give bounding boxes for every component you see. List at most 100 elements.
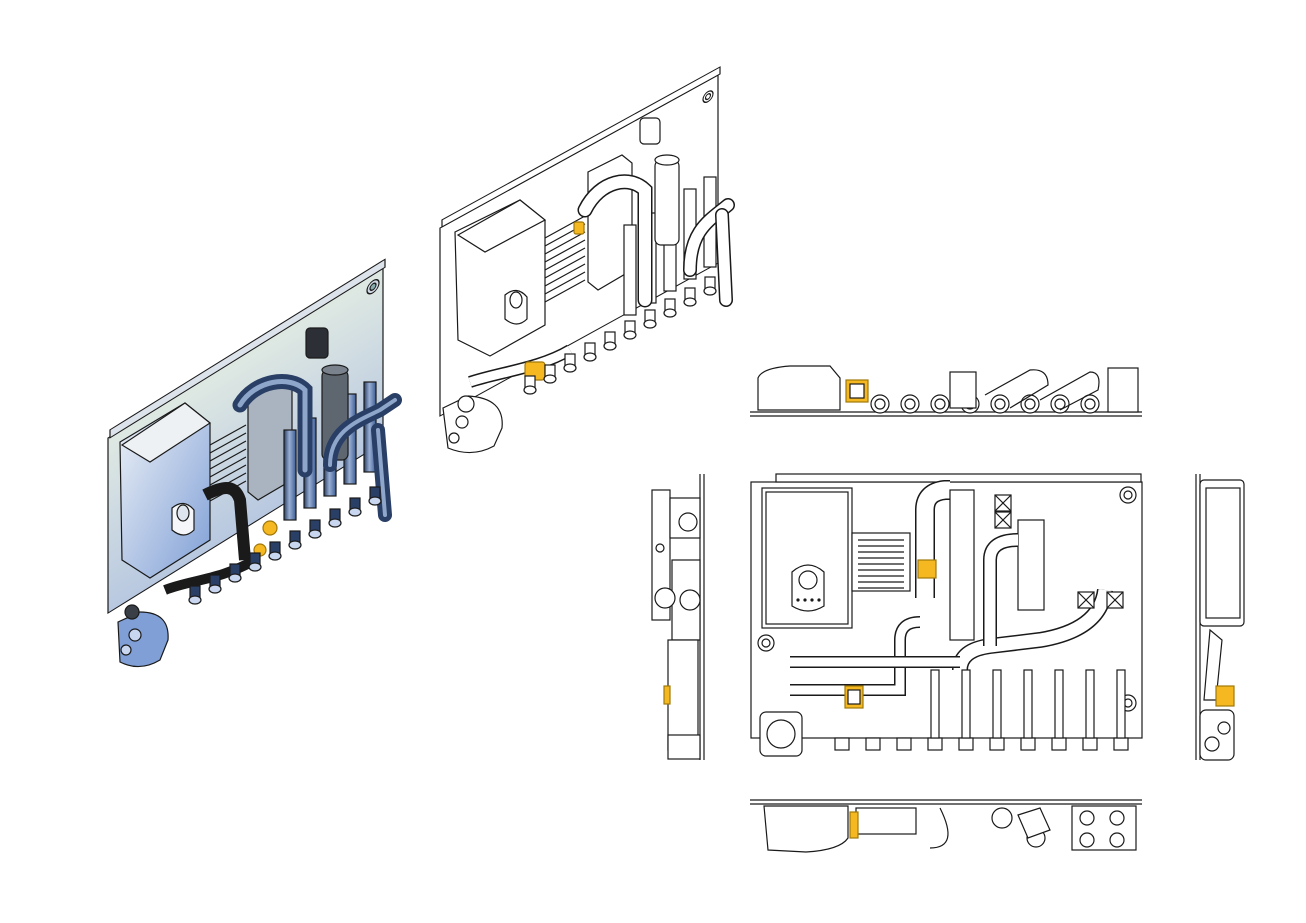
outlet-port-cap bbox=[623, 330, 637, 340]
heat-exchanger bbox=[851, 532, 911, 592]
mounting-plate-edge bbox=[441, 66, 721, 228]
outlet-port-cap bbox=[268, 551, 282, 561]
port-top-inner bbox=[1084, 398, 1096, 410]
outlet-ports bbox=[188, 486, 382, 605]
heat-exchanger-rib bbox=[544, 239, 586, 263]
heat-exchanger-rib bbox=[544, 247, 586, 271]
inlet-pipe bbox=[202, 482, 251, 561]
outlet-port-cap bbox=[228, 573, 242, 583]
isometric-line-view bbox=[439, 66, 735, 454]
outlet-port-cap bbox=[663, 308, 677, 318]
heat-exchanger-rib bbox=[209, 432, 247, 454]
outlet-port-cap bbox=[288, 540, 302, 550]
outlet-port bbox=[927, 737, 943, 751]
outlet-port bbox=[865, 737, 881, 751]
outlet-port bbox=[1113, 737, 1129, 751]
outlet-port-cap bbox=[368, 496, 382, 506]
port-top-inner bbox=[1054, 398, 1066, 410]
buffer-vessel bbox=[949, 489, 975, 641]
circulation-pump bbox=[442, 395, 503, 454]
pump-head-icon bbox=[124, 604, 140, 620]
port-top-inner bbox=[1024, 398, 1036, 410]
indicator-dot bbox=[817, 598, 821, 602]
heat-exchanger-rib bbox=[209, 440, 247, 462]
indicator-dot bbox=[810, 598, 814, 602]
drop-pipe bbox=[930, 669, 940, 739]
heat-exchanger-rib bbox=[544, 215, 586, 239]
outlet-port-cap bbox=[308, 529, 322, 539]
outlet-port bbox=[1082, 737, 1098, 751]
mounting-hole-icon bbox=[704, 93, 712, 101]
heater-bottom bbox=[763, 805, 849, 853]
indicator-dots bbox=[796, 598, 821, 602]
outlet-port-cap bbox=[523, 385, 537, 395]
outlet-port-cap bbox=[188, 595, 202, 605]
outlet-port bbox=[1020, 737, 1036, 751]
drop-pipe bbox=[992, 669, 1002, 739]
heat-exchanger-rib bbox=[544, 263, 586, 287]
outlet-port-cap bbox=[543, 374, 557, 384]
valve-handle-icon bbox=[573, 221, 585, 235]
circulation-pump bbox=[759, 711, 803, 757]
top-view bbox=[750, 365, 1142, 417]
outlet-port bbox=[896, 737, 912, 751]
outlet-port-cap bbox=[703, 286, 717, 296]
drop-pipes bbox=[930, 669, 1126, 739]
outlet-port-cap bbox=[208, 584, 222, 594]
port-top-inner bbox=[874, 398, 886, 410]
drop-pipe bbox=[961, 669, 971, 739]
drop-pipe bbox=[1054, 669, 1064, 739]
heater-top bbox=[757, 365, 841, 411]
heat-exchanger-rib bbox=[209, 448, 247, 470]
vertical-pipe bbox=[283, 429, 297, 521]
drop-pipe bbox=[1023, 669, 1033, 739]
heat-exchanger-rib bbox=[544, 231, 586, 255]
valve-cross bbox=[1106, 591, 1124, 609]
flow-meter-icon bbox=[262, 520, 278, 536]
heater-dial-icon bbox=[176, 504, 190, 522]
outlet-port-cap bbox=[563, 363, 577, 373]
isometric-shaded-view bbox=[107, 258, 402, 668]
air-vent bbox=[639, 117, 661, 145]
heat-exchanger bbox=[855, 807, 917, 835]
valve-cross bbox=[1077, 591, 1095, 609]
pump-head-icon bbox=[457, 395, 475, 413]
outlet-port-cap bbox=[683, 297, 697, 307]
valve-cross bbox=[994, 511, 1012, 529]
outlet-ports bbox=[523, 276, 717, 395]
port-top-inner bbox=[904, 398, 916, 410]
valve-cross bbox=[994, 494, 1012, 512]
outlet-port bbox=[1051, 737, 1067, 751]
heat-exchanger-rib bbox=[544, 279, 586, 303]
heat-exchanger-rib bbox=[544, 271, 586, 295]
heater-dial-icon bbox=[509, 291, 523, 309]
left-side-view bbox=[651, 474, 705, 760]
right-side-view bbox=[1195, 474, 1245, 761]
buffer-cylinder bbox=[654, 159, 680, 246]
air-vent bbox=[305, 327, 329, 359]
heat-exchanger-rib bbox=[209, 456, 247, 478]
outlet-port bbox=[989, 737, 1005, 751]
outlet-port-cap bbox=[603, 341, 617, 351]
port-top-inner bbox=[934, 398, 946, 410]
bottom-view bbox=[750, 799, 1142, 853]
flow-meter-icon bbox=[1215, 685, 1235, 707]
outlet-port bbox=[958, 737, 974, 751]
outlet-port-cap bbox=[643, 319, 657, 329]
front-view bbox=[750, 473, 1143, 757]
outlet-port-cap bbox=[583, 352, 597, 362]
heat-exchanger-rib bbox=[544, 255, 586, 279]
outlet-ports bbox=[834, 737, 1129, 751]
return-pipe bbox=[984, 369, 1049, 409]
drop-pipe bbox=[1116, 669, 1126, 739]
outlet-port-cap bbox=[328, 518, 342, 528]
flow-meter-icon bbox=[917, 559, 937, 579]
heat-exchanger-rib bbox=[209, 464, 247, 486]
outlet-port bbox=[834, 737, 850, 751]
mounting-hole-icon bbox=[369, 282, 377, 291]
heater-dial-icon bbox=[798, 570, 818, 590]
outlet-port-cap bbox=[248, 562, 262, 572]
heat-exchanger-rib bbox=[209, 424, 247, 446]
valve-cross-icon bbox=[994, 494, 1124, 609]
